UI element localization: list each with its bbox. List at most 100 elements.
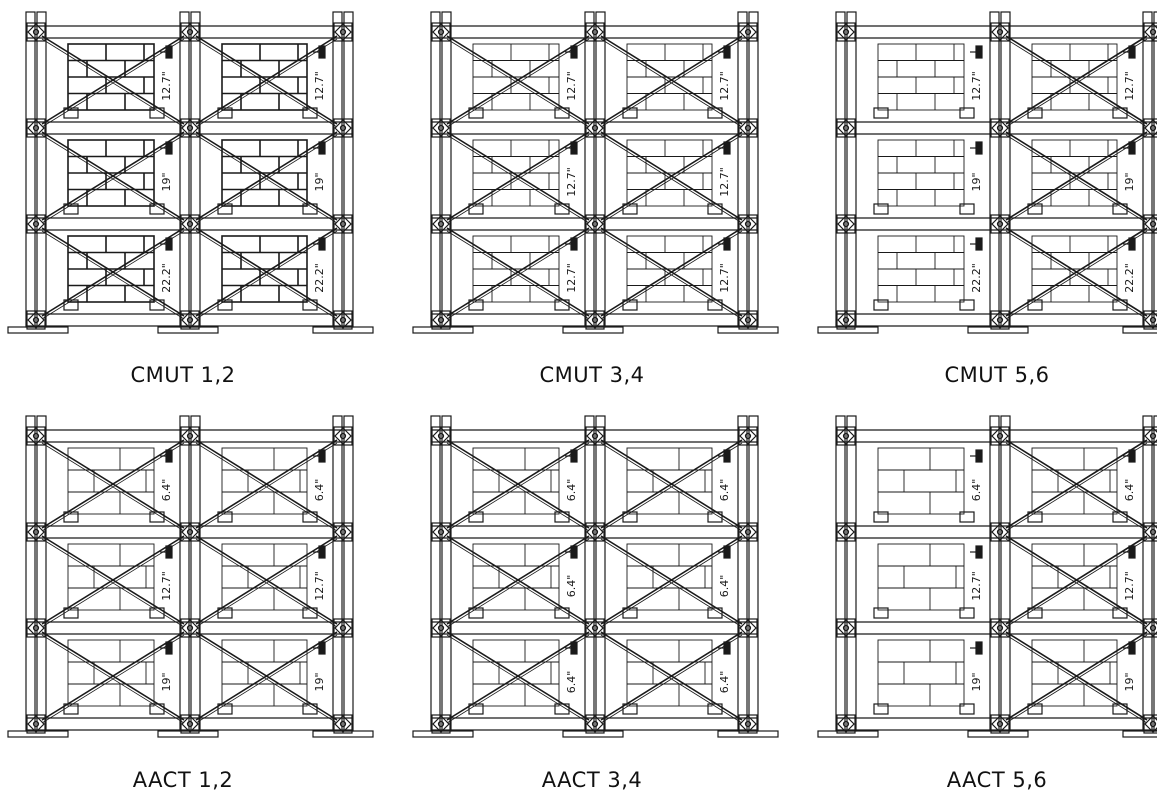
joint-pin [842, 720, 850, 728]
joint-plate [431, 426, 451, 446]
brace-rod [195, 131, 338, 221]
infill-wall [877, 543, 965, 611]
load-block [873, 703, 889, 715]
infill-wall [221, 639, 308, 707]
joint-gusset [27, 523, 45, 541]
height-label: 12.7" [565, 263, 578, 293]
joint-plate [585, 118, 605, 138]
joint-gusset [586, 427, 604, 445]
height-label: 12.7" [718, 167, 731, 197]
joint-gusset [432, 23, 450, 41]
joint-plate [431, 118, 451, 138]
joint-gusset [586, 619, 604, 637]
joint-gusset [27, 23, 45, 41]
actuator-icon [165, 45, 173, 59]
joint-pin [744, 28, 752, 36]
actuator-icon [975, 641, 983, 655]
joint-pin [744, 432, 752, 440]
actuator-icon [975, 449, 983, 463]
base-plate [562, 730, 624, 738]
actuator-icon [165, 545, 173, 559]
joint-gusset [27, 619, 45, 637]
joint-gusset [991, 311, 1009, 329]
panel-aact-34: 6.4"6.4"6.4"6.4"6.4"6.4" [412, 415, 779, 738]
brace-rod [195, 439, 338, 529]
joint-plate [180, 522, 200, 542]
joint-pin [32, 624, 40, 632]
height-label: 6.4" [160, 479, 173, 502]
height-label: 6.4" [718, 671, 731, 694]
joint-pin [744, 624, 752, 632]
infill-wall [472, 543, 560, 611]
column [846, 11, 857, 328]
joint-gusset [1144, 523, 1157, 541]
joint-pin [744, 124, 752, 132]
joint-gusset [334, 523, 352, 541]
joint-gusset [334, 23, 352, 41]
joint-pin [842, 528, 850, 536]
joint-pin [744, 528, 752, 536]
joint-pin [591, 124, 599, 132]
column [846, 415, 857, 732]
brace-rod [446, 634, 590, 724]
column [1000, 11, 1011, 328]
joint-pin [437, 432, 445, 440]
height-label: 19" [1123, 172, 1136, 191]
joint-pin [1149, 28, 1157, 36]
column [748, 11, 759, 328]
brace-rod [600, 538, 743, 628]
joint-plate [836, 426, 856, 446]
brace-rod [446, 442, 590, 532]
joint-pin [1149, 720, 1157, 728]
joint-gusset [837, 215, 855, 233]
column [332, 11, 343, 328]
joint-plate [431, 618, 451, 638]
joint-pin [186, 220, 194, 228]
joint-plate [180, 714, 200, 734]
actuator-icon [570, 237, 578, 251]
joint-gusset [739, 119, 757, 137]
brace-rod [1005, 230, 1148, 320]
joint-pin [437, 720, 445, 728]
panel-cmut-34: 12.7"12.7"12.7"12.7"12.7"12.7" [412, 11, 779, 334]
joint-plate [1143, 426, 1157, 446]
brace-rod [446, 439, 590, 529]
joint-gusset [739, 715, 757, 733]
joint-gusset [586, 523, 604, 541]
joint-plate [180, 118, 200, 138]
joint-pin [591, 28, 599, 36]
actuator-icon [165, 641, 173, 655]
actuator-icon [1128, 641, 1136, 655]
panel-cmut-56: 12.7"19"22.2"12.7"19"22.2" [817, 11, 1157, 334]
joint-pin [744, 220, 752, 228]
joint-pin [1149, 316, 1157, 324]
brace-rod [600, 535, 743, 625]
caption-aact-56: AACT 5,6 [946, 768, 1048, 792]
load-block [873, 203, 889, 215]
height-label: 19" [160, 672, 173, 691]
actuator-icon [723, 141, 731, 155]
joint-plate [431, 22, 451, 42]
joint-pin [339, 28, 347, 36]
joint-gusset [991, 23, 1009, 41]
joint-gusset [837, 619, 855, 637]
joint-pin [437, 528, 445, 536]
joint-plate [836, 214, 856, 234]
joint-gusset [334, 215, 352, 233]
infill-wall [877, 447, 965, 515]
infill-wall [626, 543, 713, 611]
actuator-icon [165, 141, 173, 155]
joint-plate [738, 426, 758, 446]
joint-gusset [586, 311, 604, 329]
load-block [873, 107, 889, 119]
actuator-icon [723, 45, 731, 59]
joint-gusset [27, 311, 45, 329]
joint-plate [990, 522, 1010, 542]
column [430, 415, 441, 732]
actuator-icon [570, 141, 578, 155]
brace-rod [195, 631, 338, 721]
joint-gusset [334, 427, 352, 445]
infill-wall [1031, 447, 1118, 515]
joint-pin [591, 316, 599, 324]
